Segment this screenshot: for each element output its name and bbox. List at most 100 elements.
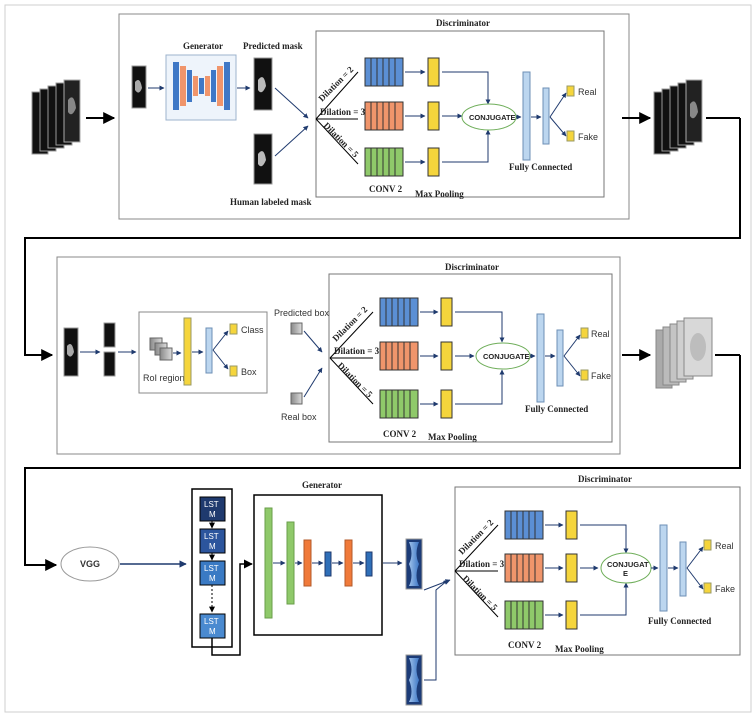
dilation-3-label: Dilation = 3 [320,107,366,117]
conv-blue-stack [364,57,404,87]
pool-3-2 [440,389,453,419]
discriminator-box-2 [328,273,613,443]
dilation-2-label: Dilation = 2 [316,64,355,103]
conjugate-label-2: CONJUGATE [483,352,530,361]
fc-layer-1-2 [536,313,545,403]
pool-3 [427,147,440,177]
roi-fc [205,327,213,374]
svg-text:LST: LST [204,500,219,509]
fc-label: Fully Connected [509,162,572,172]
real-node-2 [580,327,589,339]
fc-layer-1-3 [659,524,668,612]
fc-layer-2 [542,87,550,145]
output-image-stack [653,79,703,155]
real-box-label: Real box [281,412,317,422]
pool-label: Max Pooling [415,189,464,199]
ground-truth-output [405,654,423,706]
pool-1-2 [440,297,453,327]
roi-box [138,311,268,394]
roi-regions-icon [149,337,173,361]
predicted-box-label: Predicted box [274,308,330,318]
pool-1-3 [565,510,578,540]
generator-box-3 [253,494,383,636]
generator-net [173,62,230,110]
conv-label-3: CONV 2 [508,640,542,650]
stage-2-box [56,256,621,455]
real-label-3: Real [715,541,734,551]
vgg-label: VGG [80,559,100,569]
conv-orange-stack-3 [504,553,544,583]
class-label: Class [241,325,264,335]
pool-label-3: Max Pooling [555,644,604,654]
real-label: Real [578,87,597,97]
pool-label-2: Max Pooling [428,432,477,442]
roi-feature [183,317,192,386]
conv-blue-stack-3 [504,510,544,540]
svg-text:M: M [209,510,216,519]
conv-orange-stack-2 [379,341,419,371]
dilation-3-label-2: Dilation = 3 [334,346,380,356]
svg-text:LST: LST [204,532,219,541]
predicted-box [290,322,303,335]
svg-text:M: M [209,627,216,636]
conv-orange-stack [364,101,404,131]
discriminator-title-3: Discriminator [578,474,632,484]
generator-title-3: Generator [302,480,342,490]
box-label: Box [241,367,257,377]
output-image-stack-2 [655,317,713,389]
lstm-cell-4: LST M [199,613,226,639]
fake-node-3 [703,582,712,594]
fake-label: Fake [578,132,598,142]
stage-3: VGG LST M LST M LST M LST M Generator [60,474,741,706]
generator-net-3 [264,507,373,619]
pool-2-2 [440,341,453,371]
conjugate-label-3b: E [623,569,628,578]
roi-label: RoI regions [143,373,190,383]
pool-2-3 [565,553,578,583]
pool-1 [427,57,440,87]
fake-node [566,130,575,142]
fc-label-3: Fully Connected [648,616,711,626]
discriminator-title: Discriminator [436,18,490,28]
predicted-mask-label: Predicted mask [243,41,303,51]
fake-label-3: Fake [715,584,735,594]
pool-2 [427,101,440,131]
svg-text:M: M [209,542,216,551]
svg-text:LST: LST [204,617,219,626]
conv-blue-stack-2 [379,297,419,327]
crop-2 [103,351,116,377]
input-image-stack [31,79,81,155]
dilation-5-label-3: Dilation = 5 [461,573,500,612]
conv-green-stack-3 [504,600,544,630]
real-node-3 [703,539,712,551]
lstm-cell-1: LST M [199,496,226,522]
dilation-2-label-2: Dilation = 2 [330,304,369,343]
conv-green-stack-2 [379,389,419,419]
outer-frame [4,4,752,713]
class-node [229,323,238,335]
conv-green-stack [364,147,404,177]
svg-text:M: M [209,574,216,583]
real-node [566,85,575,97]
generated-output [405,538,423,590]
dilation-3-label-3: Dilation = 3 [459,559,505,569]
stage-1: Generator Predicted mask Human labeled m… [31,13,740,220]
generator-title: Generator [183,41,223,51]
stage-1-box [118,13,630,220]
box-node [229,365,238,377]
fc-layer-2-3 [679,541,687,597]
fc-layer-1 [522,71,531,161]
conv-label: CONV 2 [369,184,403,194]
real-box [290,392,303,405]
dilation-5-label-2: Dilation = 5 [336,360,375,399]
connector-1-2 [24,118,741,361]
human-mask-label: Human labeled mask [230,197,312,207]
discriminator-box [315,30,605,198]
lstm-cell-2: LST M [199,528,226,554]
connector-2-3 [24,355,741,571]
svg-text:LST: LST [204,564,219,573]
fc-label-2: Fully Connected [525,404,588,414]
crop-1 [103,322,116,348]
pool-3-3 [565,600,578,630]
fake-node-2 [580,369,589,381]
